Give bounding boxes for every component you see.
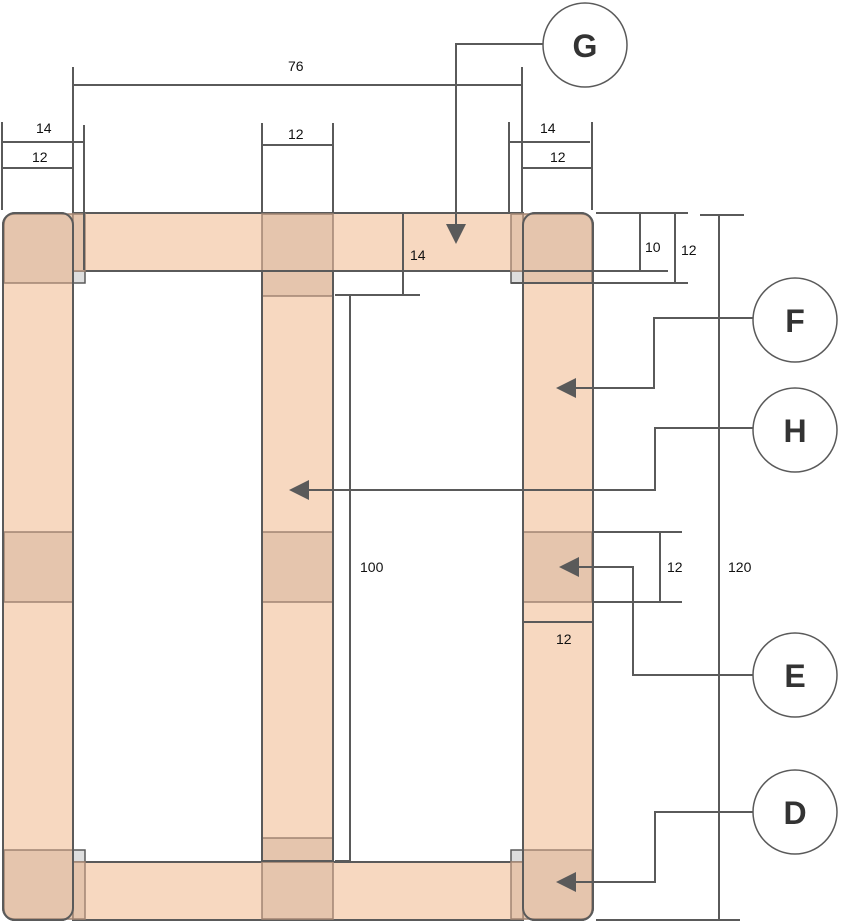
joint-mid-left	[3, 531, 74, 603]
dim-middle-height: 100	[360, 559, 384, 575]
callout-g-label: G	[573, 28, 598, 64]
joint-middle-top	[261, 213, 334, 272]
joint-bottom-right	[522, 849, 593, 920]
callout-e-label: E	[784, 658, 805, 694]
dim-left-outer: 14	[36, 120, 52, 136]
tenon-square	[510, 270, 524, 284]
joint-middle-bottom	[261, 861, 334, 920]
dim-middle-post: 12	[288, 126, 304, 142]
dim-right-inner: 12	[550, 149, 566, 165]
tenon-square	[72, 849, 86, 863]
joint-tenon	[510, 213, 524, 272]
dimension-lines	[1, 67, 744, 921]
callout-d-label: D	[783, 795, 806, 831]
joint-middle-bottom-tenon	[261, 837, 334, 863]
joint-tenon	[510, 861, 524, 920]
dim-overall-width: 76	[288, 58, 304, 74]
joint-top-right	[522, 213, 593, 284]
dim-joint-height: 12	[667, 559, 683, 575]
callout-e: E	[559, 557, 838, 718]
callout-h-label: H	[783, 413, 806, 449]
tenon-square	[72, 270, 86, 284]
callout-f-label: F	[785, 303, 805, 339]
joint-middle-top-tenon	[261, 270, 334, 297]
dim-left-inner: 12	[32, 149, 48, 165]
dimension-labels: 76 14 12 12 14 12 14 10 12 100 12 12 120	[32, 58, 752, 647]
callout-h: H	[289, 387, 838, 500]
callout-g: G	[446, 2, 628, 244]
dim-top-rail-outer: 12	[681, 242, 697, 258]
dim-joint-width: 12	[556, 631, 572, 647]
dim-top-rail-inner: 10	[645, 239, 661, 255]
joint-mid-middle	[261, 531, 334, 603]
dim-right-outer: 14	[540, 120, 556, 136]
callout-f: F	[556, 277, 838, 398]
tenon-square	[510, 849, 524, 863]
joint-tenon	[72, 861, 86, 920]
callout-d: D	[556, 769, 838, 892]
joint-bottom-left	[3, 849, 74, 920]
dim-top-rail: 14	[410, 247, 426, 263]
joint-top-left	[3, 213, 74, 284]
dim-overall-height: 120	[728, 559, 752, 575]
